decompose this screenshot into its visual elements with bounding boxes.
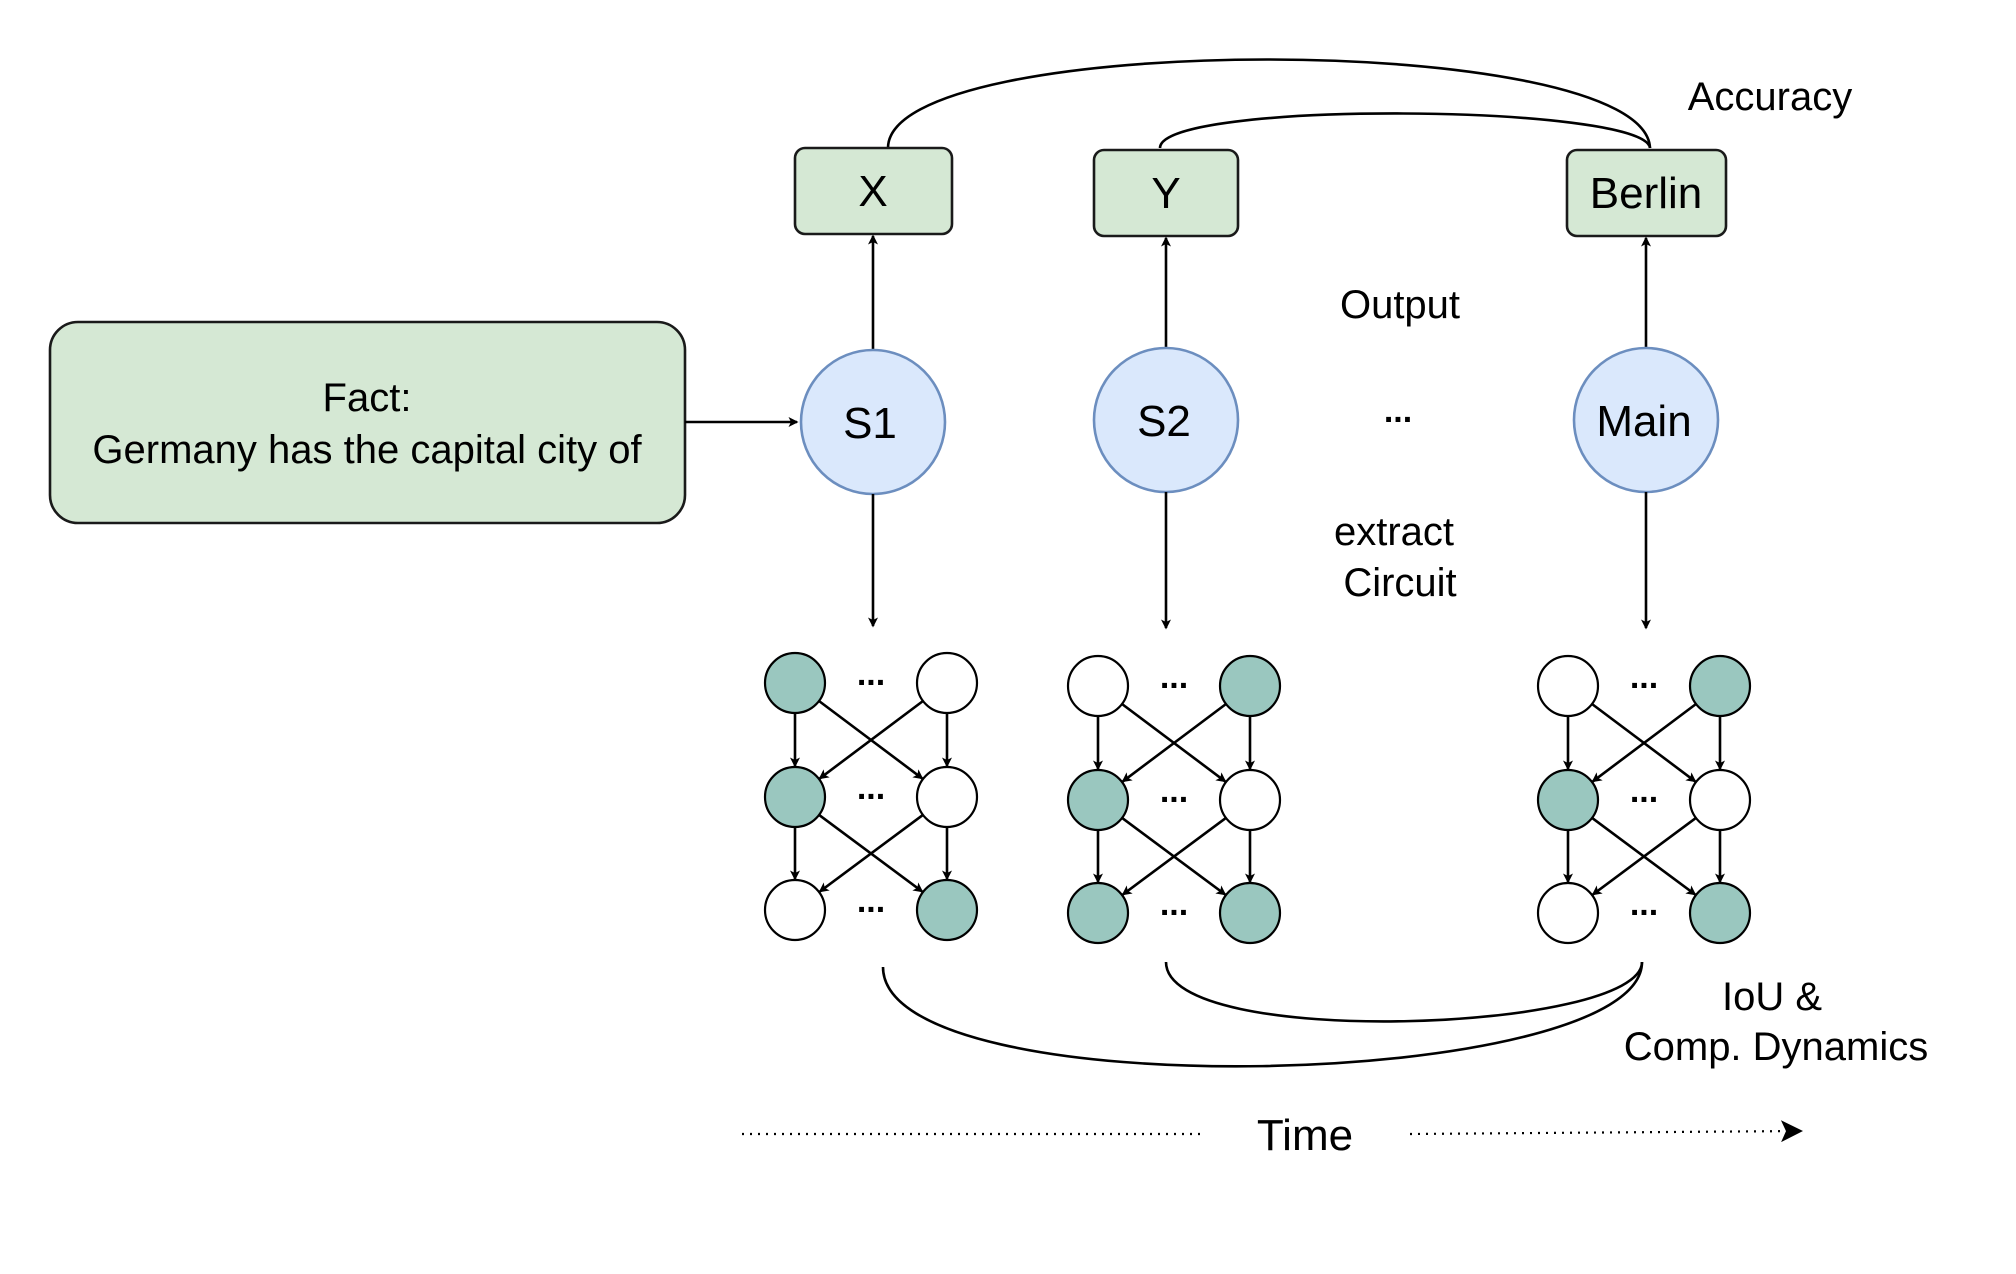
- circuit-node: [1218, 654, 1282, 718]
- model-label-s1: S1: [843, 399, 897, 448]
- circuit-node: [763, 878, 827, 942]
- circuit-node: [1218, 768, 1282, 832]
- circuit-node: [763, 651, 827, 715]
- circuit-edge: [1121, 816, 1227, 896]
- model-label-main: Main: [1596, 397, 1691, 446]
- circuit-node: [915, 878, 979, 942]
- comp-dynamics-label: Comp. Dynamics: [1624, 1025, 1929, 1069]
- circuit-edge: [1591, 702, 1697, 783]
- circuit-node: [1688, 881, 1752, 945]
- circuit-label: Circuit: [1343, 561, 1456, 605]
- circuit-ellipsis: ...: [1630, 885, 1658, 923]
- circuit-node: [1066, 654, 1130, 718]
- fact-box: Fact: Germany has the capital city of: [48, 320, 687, 525]
- circuit-node: [1066, 881, 1130, 945]
- models-ellipsis: ...: [1384, 392, 1412, 430]
- model-s1: S1: [799, 348, 947, 496]
- circuit-node: [1536, 654, 1600, 718]
- time-label: Time: [1257, 1111, 1353, 1160]
- circuit-edge: [1121, 702, 1227, 783]
- circuit-node: [1688, 654, 1752, 718]
- output-label-berlin: Berlin: [1590, 169, 1703, 218]
- accuracy-curve-y: [1158, 112, 1652, 149]
- output-box-berlin: Berlin: [1565, 148, 1728, 238]
- fact-title: Fact:: [323, 376, 412, 420]
- model-main: Main: [1572, 346, 1720, 494]
- circuit-s2: .........: [1066, 654, 1282, 945]
- iou-curve-s1: [881, 961, 1644, 1068]
- fact-text: Germany has the capital city of: [92, 428, 642, 472]
- circuit-node: [915, 765, 979, 829]
- output-box-x: X: [793, 146, 954, 236]
- iou-curve-s2: [1164, 961, 1644, 1023]
- output-label-x: X: [858, 167, 887, 216]
- accuracy-curve-x: [886, 58, 1652, 149]
- circuit-main: .........: [1536, 654, 1752, 945]
- circuits: ...........................: [763, 651, 1752, 945]
- iou-label: IoU &: [1722, 975, 1822, 1019]
- circuit-edge: [1591, 816, 1697, 896]
- output-label: Output: [1340, 283, 1460, 327]
- circuit-ellipsis: ...: [1160, 772, 1188, 810]
- circuit-node: [1688, 768, 1752, 832]
- circuit-ellipsis: ...: [1630, 772, 1658, 810]
- circuit-ellipsis: ...: [1160, 885, 1188, 923]
- circuit-node: [915, 651, 979, 715]
- circuit-node: [1536, 881, 1600, 945]
- circuit-ellipsis: ...: [857, 769, 885, 807]
- output-box-y: Y: [1092, 148, 1240, 238]
- circuit-ellipsis: ...: [857, 655, 885, 693]
- circuit-s1: .........: [763, 651, 979, 942]
- time-axis-right: [1409, 1120, 1803, 1143]
- model-s2: S2: [1092, 346, 1240, 494]
- circuit-node: [1536, 768, 1600, 832]
- circuit-node: [763, 765, 827, 829]
- extract-label: extract: [1334, 510, 1454, 554]
- circuit-ellipsis: ...: [857, 882, 885, 920]
- circuit-node: [1066, 768, 1130, 832]
- accuracy-label: Accuracy: [1688, 75, 1853, 119]
- circuit-ellipsis: ...: [1630, 658, 1658, 696]
- output-label-y: Y: [1151, 169, 1180, 218]
- circuit-node: [1218, 881, 1282, 945]
- circuit-ellipsis: ...: [1160, 658, 1188, 696]
- circuit-edge: [818, 699, 924, 780]
- circuit-edge: [818, 813, 924, 893]
- model-label-s2: S2: [1137, 397, 1191, 446]
